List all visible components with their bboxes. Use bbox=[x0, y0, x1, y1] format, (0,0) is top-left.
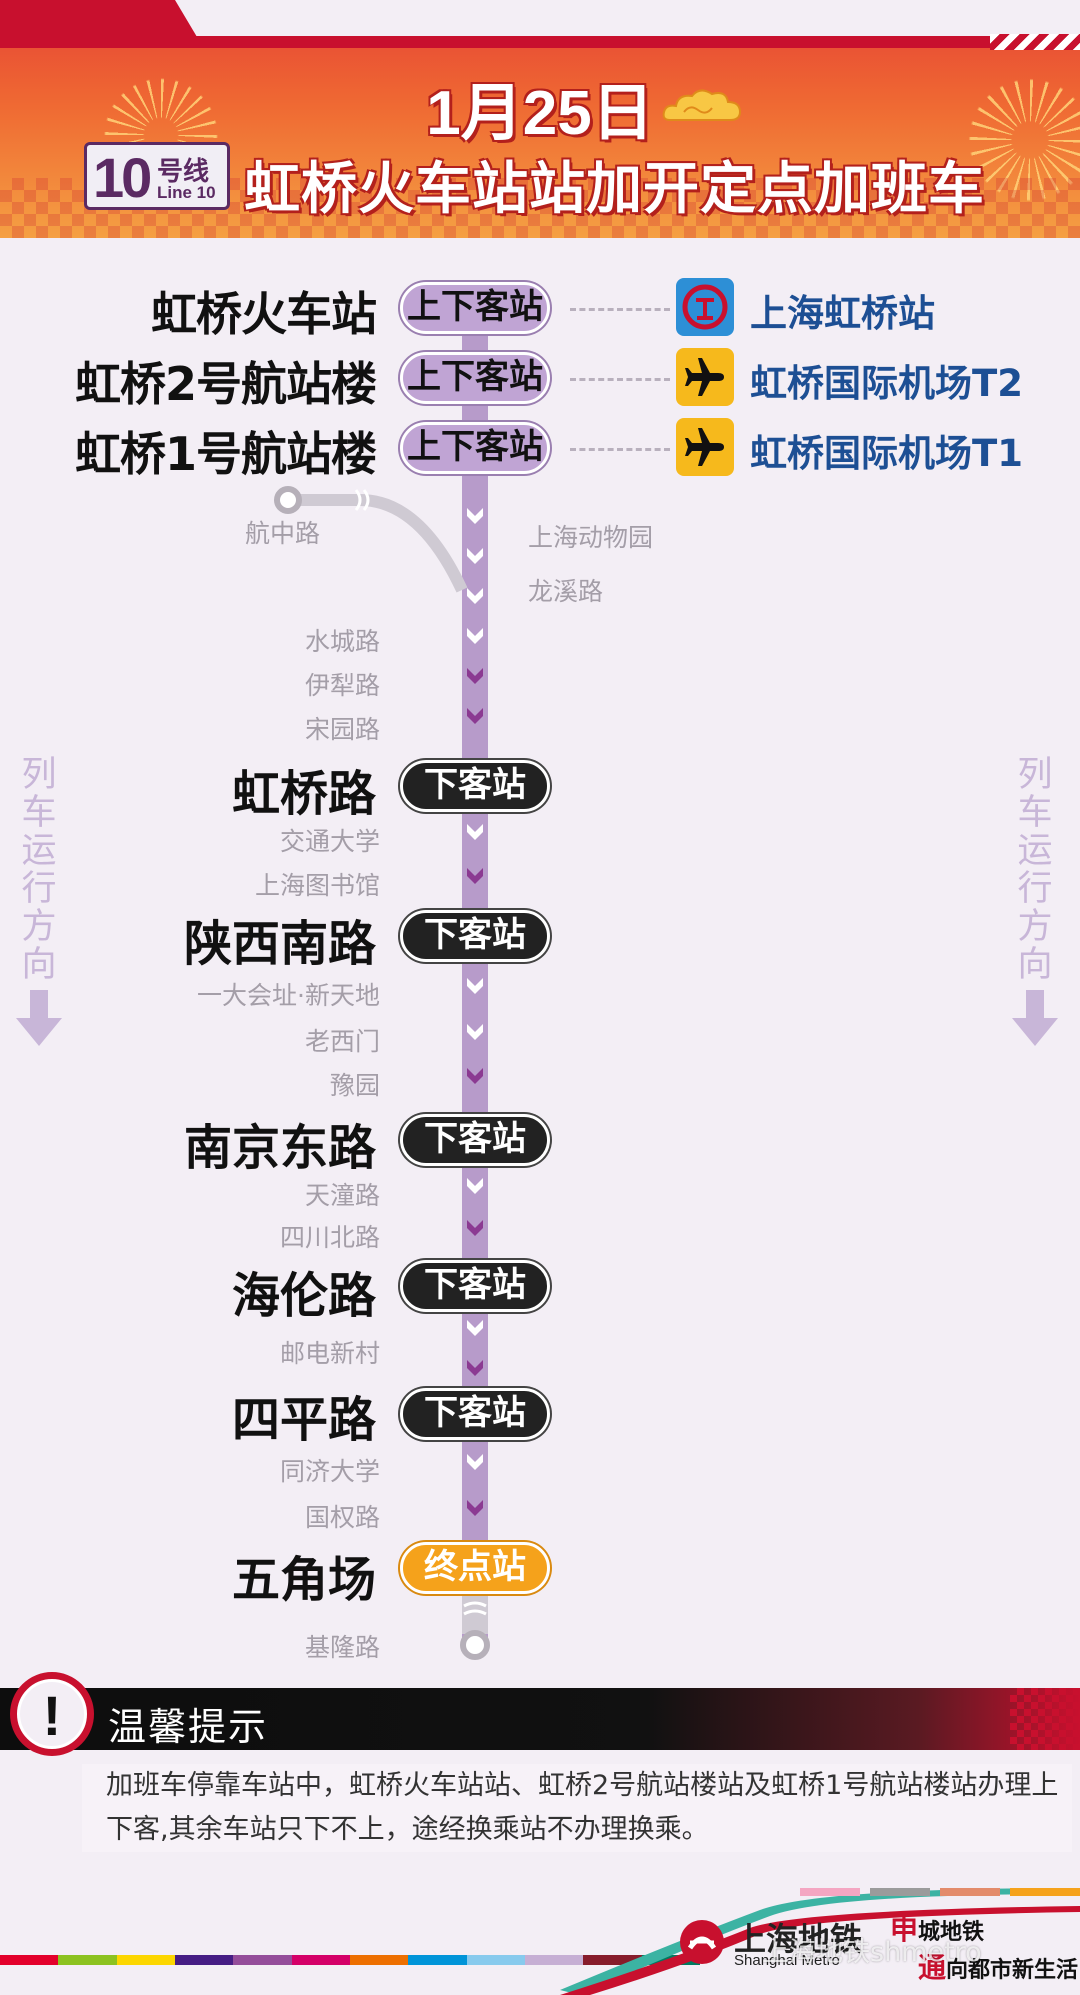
arrow-down-icon bbox=[1012, 990, 1058, 1046]
direction-chevron-icon bbox=[467, 1068, 483, 1084]
railway-icon bbox=[676, 278, 734, 336]
watermark-text: 上海地铁shmetro bbox=[762, 1937, 982, 1968]
direction-chevron-icon bbox=[467, 1454, 483, 1470]
notice-header-bar bbox=[0, 1688, 1080, 1750]
minor-station: 国权路 bbox=[304, 1503, 380, 1532]
pill-alight-only: 下客站 bbox=[400, 1114, 550, 1166]
minor-station: 交通大学 bbox=[279, 827, 380, 856]
station-hongqiao-road: 虹桥路 bbox=[231, 766, 376, 822]
minor-station: 上海图书馆 bbox=[254, 871, 380, 900]
station-hailun: 海伦路 bbox=[231, 1268, 376, 1324]
branch-line-hangzhong bbox=[274, 486, 468, 593]
airplane-icon bbox=[676, 418, 734, 476]
minor-station: 宋园路 bbox=[304, 715, 380, 744]
airplane-icon bbox=[676, 348, 734, 406]
station-wujiaochang: 五角场 bbox=[231, 1552, 376, 1608]
direction-chevron-icon bbox=[467, 978, 483, 994]
pill-alight-only: 下客站 bbox=[400, 910, 550, 962]
direction-chevron-icon bbox=[467, 1500, 483, 1516]
direction-chevron-icon bbox=[467, 668, 483, 684]
pill-board-alight: 上下客站 bbox=[400, 282, 550, 334]
station-nanjing-east: 南京东路 bbox=[183, 1120, 376, 1176]
header-top-band bbox=[0, 0, 1080, 50]
footer-swoosh bbox=[560, 1888, 1080, 1995]
direction-chevron-icon bbox=[467, 708, 483, 724]
pill-alight-only: 下客站 bbox=[400, 1260, 550, 1312]
pill-alight-only: 下客站 bbox=[400, 1388, 550, 1440]
direction-chevron-icon bbox=[467, 1178, 483, 1194]
arrow-down-icon bbox=[16, 990, 62, 1046]
line-suffix: 号线 bbox=[157, 157, 210, 187]
station-hongqiao-t1: 虹桥1号航站楼 bbox=[74, 427, 377, 481]
direction-chevron-icon bbox=[467, 588, 483, 604]
direction-chevron-icon bbox=[467, 628, 483, 644]
direction-chevron-icon bbox=[467, 1220, 483, 1236]
station-siping: 四平路 bbox=[231, 1392, 376, 1448]
transfer-dash bbox=[570, 448, 670, 451]
station-hongqiao-t2: 虹桥2号航站楼 bbox=[74, 357, 377, 411]
minor-station: 伊犁路 bbox=[304, 671, 380, 700]
logo-chinese: 上海地铁 bbox=[734, 1920, 863, 1958]
minor-station: 邮电新村 bbox=[279, 1339, 380, 1368]
header-date: 1月25日 bbox=[426, 79, 654, 148]
page-title: 虹桥火车站站加开定点加班车 bbox=[244, 157, 985, 222]
line-english: Line 10 bbox=[157, 183, 216, 202]
direction-chevron-icon bbox=[467, 1024, 483, 1040]
notice-title: 温馨提示 bbox=[108, 1705, 269, 1749]
slogan-line-2: 通向都市新生活 bbox=[918, 1951, 1079, 1984]
minor-station: 老西门 bbox=[304, 1027, 380, 1056]
minor-station: 同济大学 bbox=[279, 1457, 380, 1486]
station-shaanxi-south: 陕西南路 bbox=[183, 916, 376, 972]
direction-chevron-icon bbox=[467, 508, 483, 524]
minor-station: 龙溪路 bbox=[528, 577, 604, 606]
minor-station: 豫园 bbox=[329, 1071, 380, 1100]
direction-label-right: 列车运 行方向 bbox=[1010, 756, 1060, 1058]
direction-chevron-icon bbox=[467, 548, 483, 564]
slogan-line-1: 申城地铁 bbox=[890, 1913, 985, 1946]
direction-chevron-icon bbox=[467, 1360, 483, 1376]
transfer-label-railway: 上海虹桥站 bbox=[750, 292, 935, 335]
exclamation-icon: ! bbox=[10, 1672, 94, 1756]
pill-terminal: 终点站 bbox=[400, 1542, 550, 1594]
shanghai-metro-logo-icon bbox=[680, 1920, 724, 1964]
direction-label-left: 列车运 行方向 bbox=[14, 756, 64, 1058]
minor-station: 天潼路 bbox=[304, 1181, 380, 1210]
direction-chevron-icon bbox=[467, 868, 483, 884]
minor-station: 上海动物园 bbox=[528, 523, 654, 552]
logo-english: Shanghai Metro bbox=[734, 1952, 840, 1969]
minor-station: 水城路 bbox=[304, 627, 380, 656]
transfer-label-t1: 虹桥国际机场T1 bbox=[750, 432, 1023, 475]
header-banner: 1月25日 10 号线 Line 10 虹桥火车站站加开定点加班车 bbox=[0, 0, 1080, 238]
minor-station: 一大会址·新天地 bbox=[197, 981, 380, 1010]
transfer-label-t2: 虹桥国际机场T2 bbox=[750, 362, 1023, 405]
direction-chevron-icon bbox=[467, 1320, 483, 1336]
pill-alight-only: 下客站 bbox=[400, 760, 550, 812]
notice-text: 加班车停靠车站中，虹桥火车站站、虹桥2号航站楼站及虹桥1号航站楼站办理上下客,其… bbox=[82, 1764, 1072, 1852]
minor-station: 航中路 bbox=[245, 519, 321, 548]
firework-decoration bbox=[960, 70, 1080, 210]
line-number: 10 bbox=[93, 146, 152, 209]
terminal-circle-jilong bbox=[460, 1630, 490, 1660]
transfer-dash bbox=[570, 378, 670, 381]
minor-station: 四川北路 bbox=[279, 1223, 380, 1252]
line-10-badge: 10 号线 Line 10 bbox=[84, 142, 230, 210]
transfer-dash bbox=[570, 308, 670, 311]
minor-station: 基隆路 bbox=[304, 1633, 380, 1662]
pill-board-alight: 上下客站 bbox=[400, 422, 550, 474]
cloud-icon bbox=[662, 89, 742, 121]
pill-board-alight: 上下客站 bbox=[400, 352, 550, 404]
direction-chevron-icon bbox=[467, 824, 483, 840]
station-hongqiao-railway: 虹桥火车站 bbox=[151, 287, 377, 341]
